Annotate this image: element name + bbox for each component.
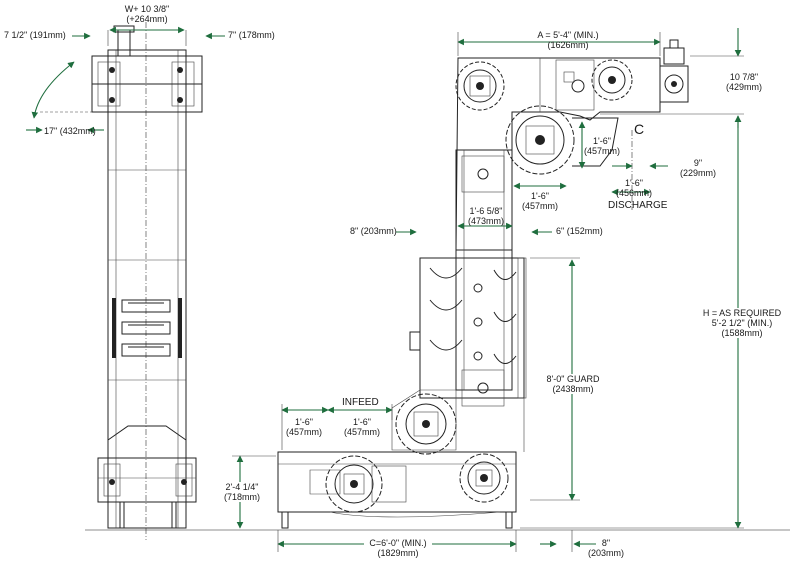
- front-view: [277, 39, 689, 529]
- dim-base-height: 2'-4 1/4" (718mm): [218, 482, 266, 502]
- dim-left-offset: 7 1/2" (191mm): [4, 30, 66, 40]
- tail-sprocket: [459, 453, 509, 503]
- boot-sprocket: [325, 455, 383, 513]
- buckets: [429, 267, 517, 364]
- lower-sprocket: [395, 393, 457, 455]
- discharge-chute: [572, 117, 619, 167]
- dim-a-length: A = 5'-4" (MIN.) (1626mm): [537, 30, 599, 50]
- side-column: [107, 49, 187, 529]
- boot-section: [277, 451, 517, 513]
- guard-box: [419, 257, 525, 399]
- dim-base-offset: 8" (203mm): [588, 538, 625, 558]
- main-sprocket: [505, 105, 575, 175]
- centerline-symbol: C: [634, 121, 645, 137]
- dim-right-offset: 7" (178mm): [228, 30, 275, 40]
- head-sprocket-right: [591, 59, 633, 101]
- head-sprocket-left: [455, 61, 505, 111]
- elevator-column: [455, 149, 513, 391]
- dim-discharge-width: 1'-6" (456mm): [615, 178, 652, 198]
- infeed-label: INFEED: [342, 397, 379, 408]
- dim-motor-height: 10 7/8" (429mm): [725, 72, 762, 92]
- dim-infeed-right: 1'-6" (457mm): [343, 417, 380, 437]
- side-dimensions: [26, 26, 225, 134]
- dim-column-width: 1'-6 5/8" (473mm): [467, 206, 504, 226]
- dim-swing: 17" (432mm): [44, 126, 96, 136]
- dim-left-clearance: 8" (203mm): [350, 226, 397, 236]
- side-buckets: [112, 298, 182, 358]
- discharge-label: DISCHARGE: [608, 200, 668, 211]
- dim-c-length: C=6'-0" (MIN.) (1829mm): [364, 538, 432, 558]
- dim-h-required: H = AS REQUIRED 5'-2 1/2" (MIN.) (1588mm…: [694, 308, 790, 338]
- side-boot: [97, 457, 197, 503]
- dim-guard: 8'-0" GUARD (2438mm): [538, 374, 608, 394]
- side-view: [91, 22, 203, 540]
- front-dimensions: [232, 28, 744, 552]
- dim-discharge-height: 1'-6" (457mm): [584, 136, 621, 156]
- dim-right-clearance: 6" (152mm): [556, 226, 603, 236]
- dim-lower-discharge: 1'-6" (457mm): [521, 191, 558, 211]
- dim-width-top: W+ 10 3/8" (+264mm): [124, 4, 170, 24]
- motor: [659, 39, 689, 103]
- dim-infeed-left: 1'-6" (457mm): [285, 417, 322, 437]
- dim-discharge-offset: 9" (229mm): [679, 158, 716, 178]
